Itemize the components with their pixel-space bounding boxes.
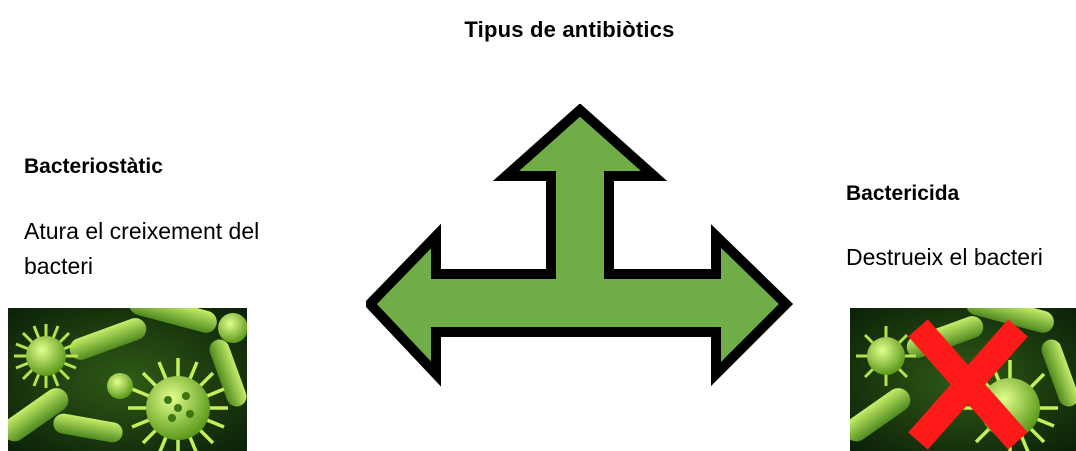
destroyed-bacteria-image [850, 308, 1076, 451]
bacteriostatic-description: Atura el creixement del bacteri [24, 214, 324, 284]
diagram-title: Tipus de antibiòtics [0, 17, 1076, 43]
bacteriostatic-heading: Bacteriostàtic [24, 155, 163, 179]
three-way-arrow-icon [366, 104, 796, 389]
bacteria-image [8, 308, 247, 451]
arrow-shape [370, 110, 786, 374]
bactericidal-heading: Bactericida [846, 182, 959, 206]
bactericidal-description: Destrueix el bacteri [846, 240, 1076, 275]
